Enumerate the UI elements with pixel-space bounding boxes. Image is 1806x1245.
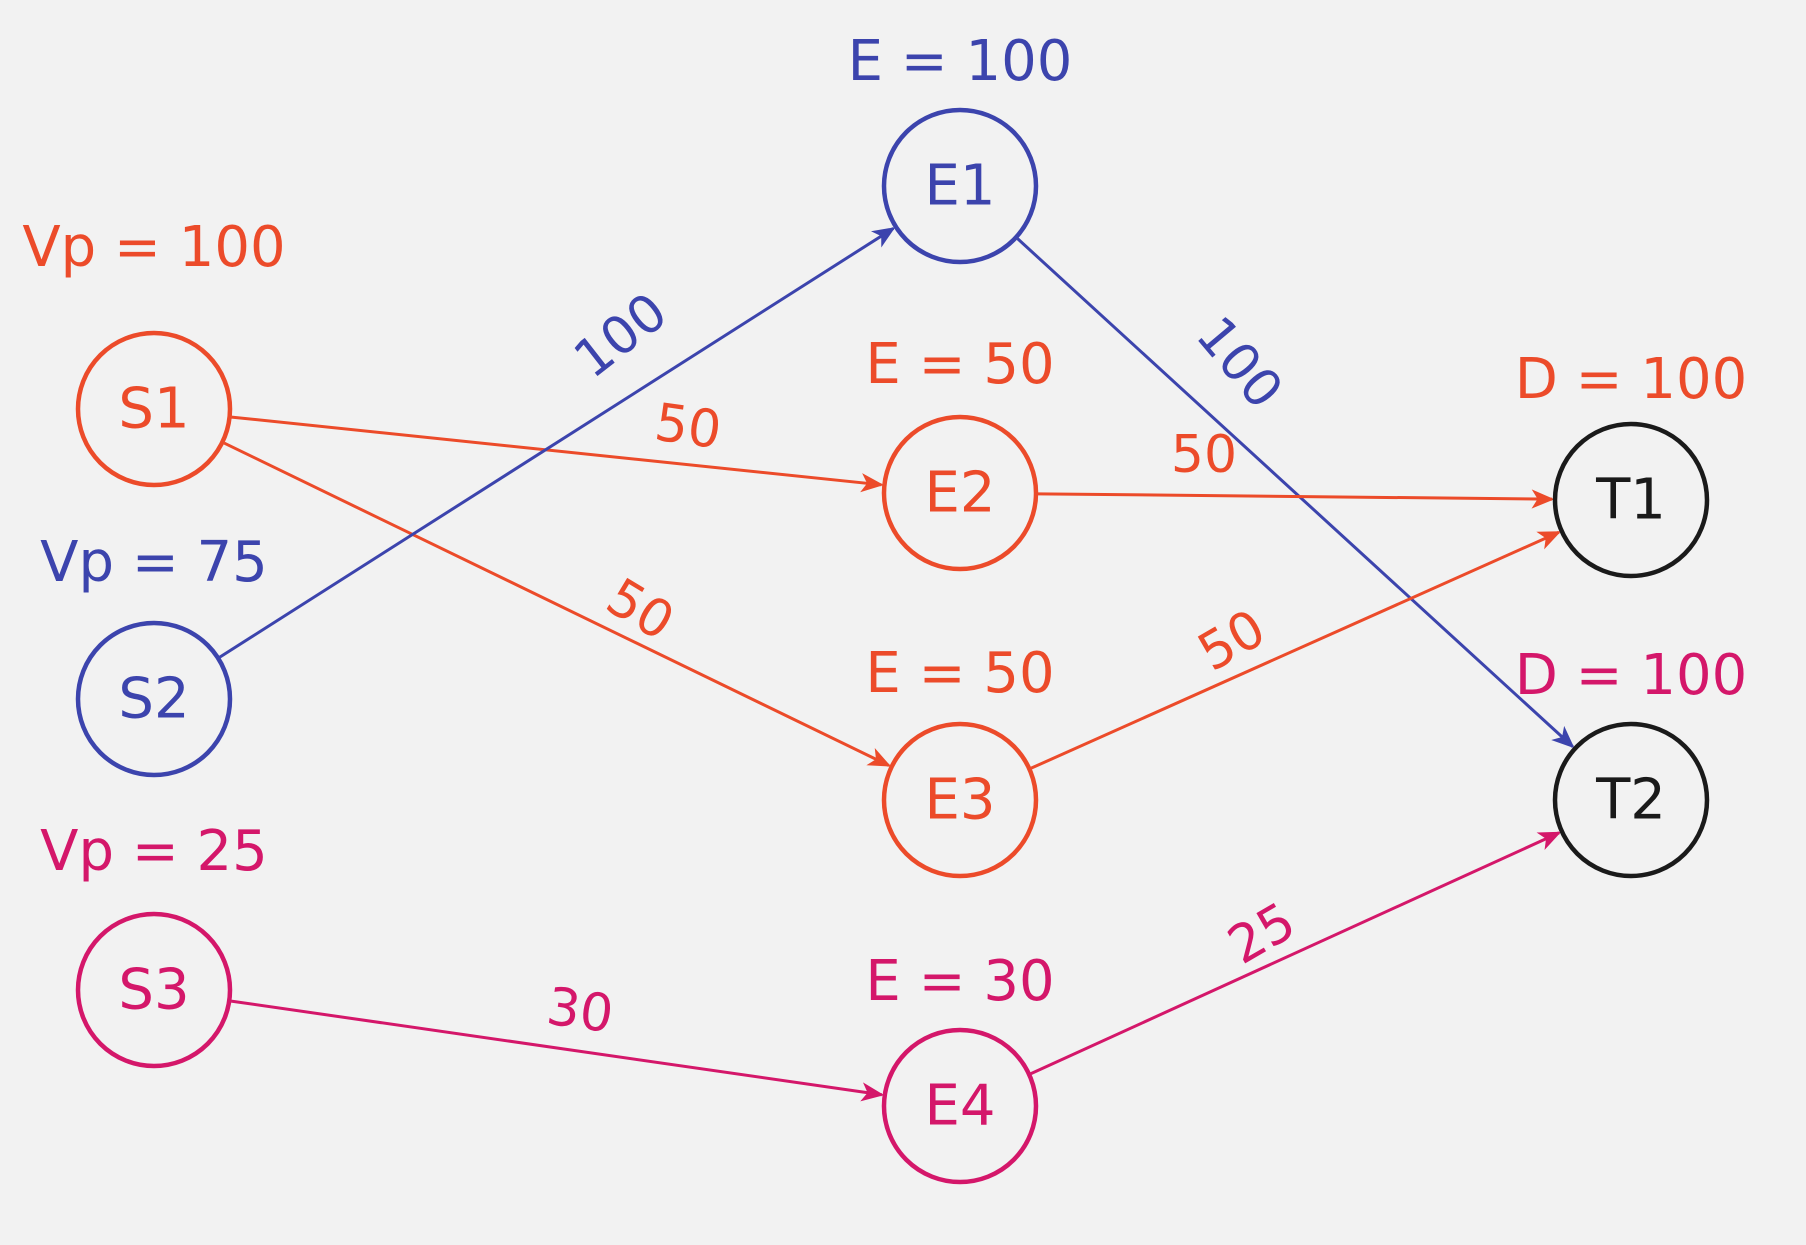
node-e2: E2 E = 50	[865, 332, 1055, 572]
edge-label-s1-e2: 50	[651, 393, 725, 462]
node-caption-s3: Vp = 25	[40, 819, 268, 884]
edge-e4-t2	[1030, 831, 1562, 1076]
edge-s3-e4	[230, 999, 885, 1102]
node-label-t1: T1	[1595, 468, 1666, 533]
node-circle-t2	[1552, 721, 1710, 879]
edge-e3-t1	[1030, 530, 1562, 770]
node-caption-s2: Vp = 75	[40, 530, 268, 595]
edge-label-s2-e1: 100	[563, 282, 678, 390]
node-e3: E3 E = 50	[865, 641, 1055, 879]
node-circle-e4	[881, 1027, 1039, 1185]
node-caption-e4: E = 30	[865, 949, 1054, 1014]
edge-label-s3-e4: 30	[543, 977, 617, 1046]
node-caption-t2: D = 100	[1515, 643, 1748, 708]
node-circle-s2	[75, 620, 233, 778]
node-circle-t1	[1552, 421, 1710, 579]
node-circle-e2	[881, 414, 1039, 572]
node-caption-e1: E = 100	[848, 29, 1073, 94]
node-label-e3: E3	[924, 768, 995, 833]
node-label-e1: E1	[924, 154, 995, 219]
node-label-s1: S1	[118, 377, 189, 442]
edge-s2-e1	[218, 227, 896, 659]
edge-label-e1-t2: 100	[1184, 306, 1294, 421]
node-caption-e2: E = 50	[865, 332, 1054, 397]
edge-e2-t1	[1037, 489, 1555, 509]
node-caption-t1: D = 100	[1515, 347, 1748, 412]
node-circle-e1	[881, 107, 1039, 265]
node-label-s3: S3	[118, 958, 189, 1023]
node-circle-s1	[75, 330, 233, 488]
node-label-e4: E4	[924, 1074, 995, 1139]
node-label-e2: E2	[924, 461, 995, 526]
node-caption-s1: Vp = 100	[22, 215, 285, 280]
node-t1: T1 D = 100	[1515, 347, 1748, 579]
node-circle-e3	[881, 721, 1039, 879]
node-circle-s3	[75, 911, 233, 1069]
node-label-t2: T2	[1595, 768, 1666, 833]
edge-label-e2-t1: 50	[1171, 425, 1237, 485]
edge-label-e4-t2: 25	[1218, 891, 1305, 976]
node-s2: S2 Vp = 75	[40, 530, 268, 778]
edge-e1-t2	[1016, 237, 1575, 749]
node-s3: S3 Vp = 25	[40, 819, 268, 1069]
node-e4: E4 E = 30	[865, 949, 1055, 1185]
node-caption-e3: E = 50	[865, 641, 1054, 706]
node-label-s2: S2	[118, 667, 189, 732]
edge-label-s1-e3: 50	[596, 567, 684, 653]
edge-s1-e2	[231, 415, 884, 493]
node-s1: S1 Vp = 100	[22, 215, 286, 488]
edge-s1-e3	[223, 441, 892, 767]
node-e1: E1 E = 100	[848, 29, 1073, 265]
edge-label-e3-t1: 50	[1188, 598, 1275, 683]
node-t2: T2 D = 100	[1515, 643, 1748, 879]
